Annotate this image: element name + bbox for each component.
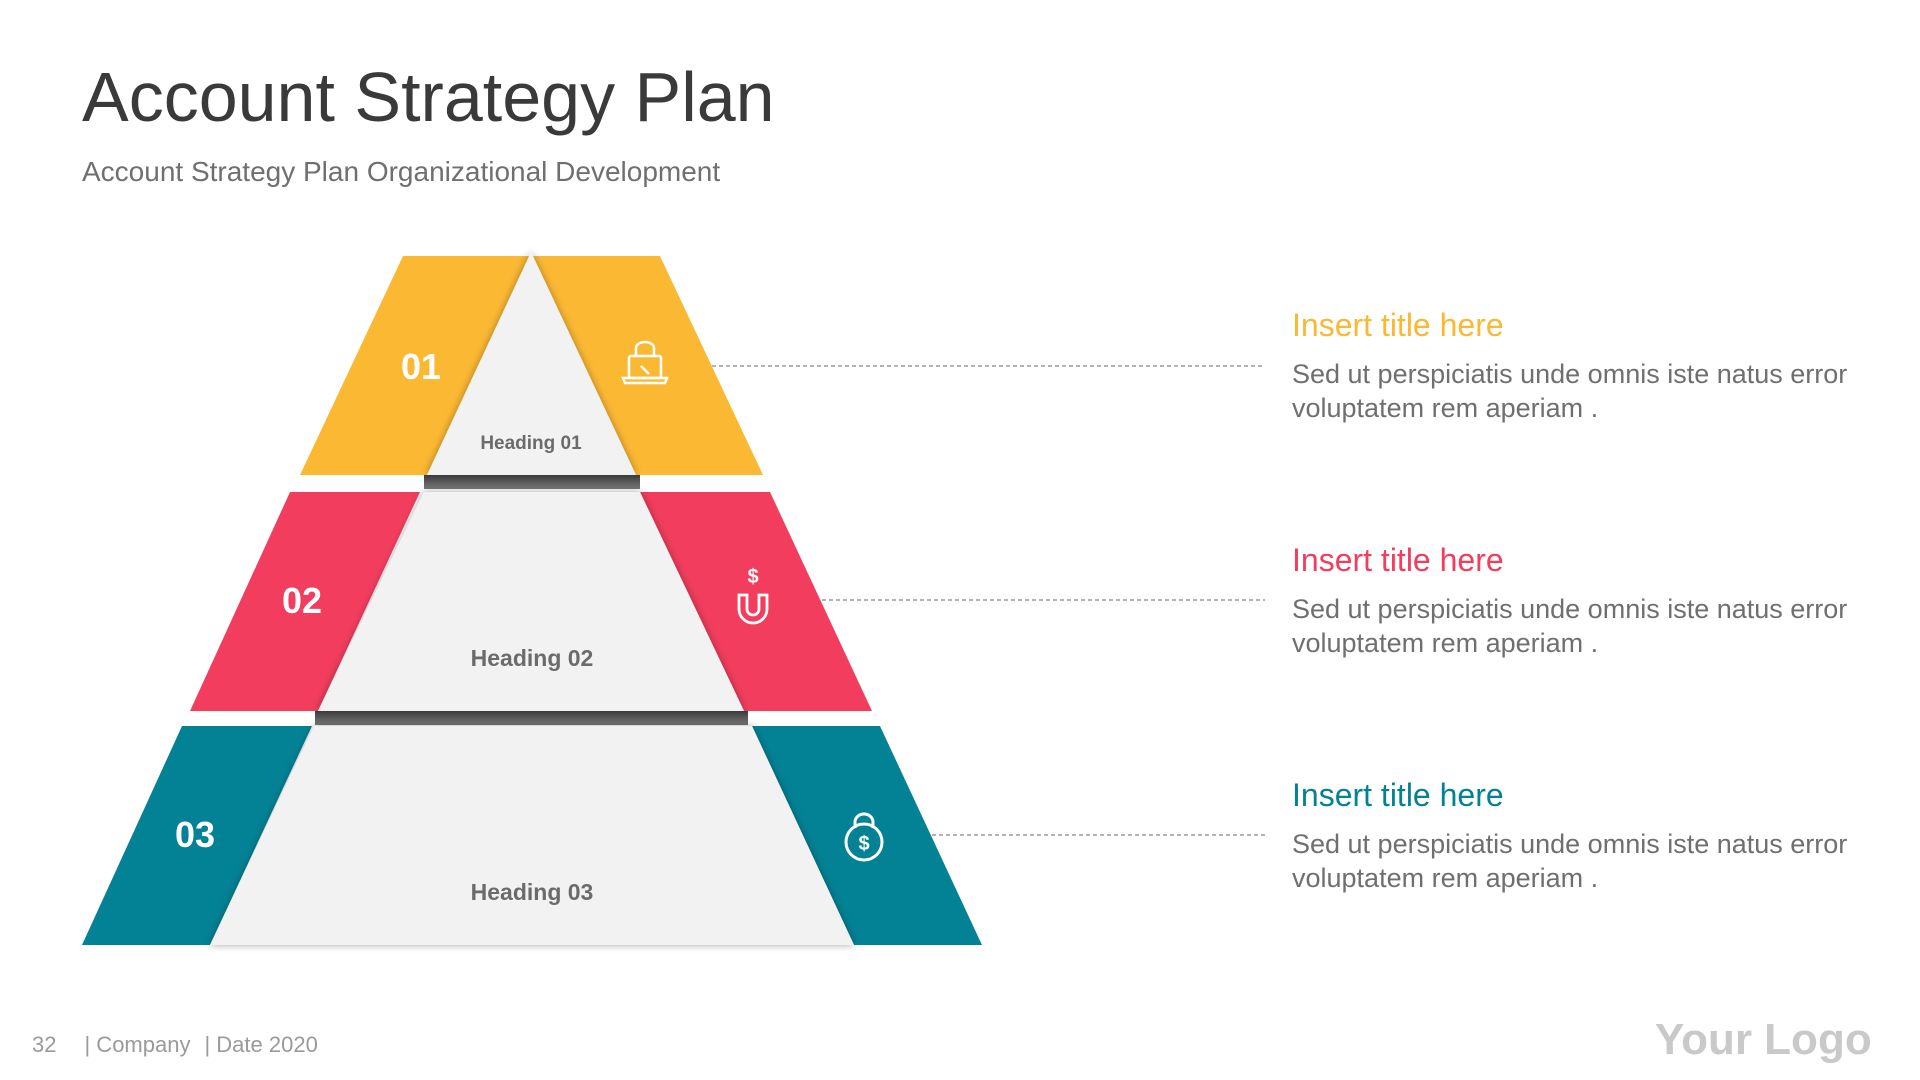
info-item-2: Insert title here Sed ut perspiciatis un…: [1292, 541, 1852, 661]
dollar-magnet-icon: $: [737, 566, 769, 625]
info-item-2-title: Insert title here: [1292, 542, 1504, 578]
tier-3-heading: Heading 03: [471, 879, 594, 905]
pyramid-tier-2: 02 Heading 02 $: [190, 492, 872, 725]
tier-3-right-band: [752, 726, 982, 945]
info-item-3: Insert title here Sed ut perspiciatis un…: [1292, 776, 1852, 896]
pyramid-tier-3: 03 Heading 03 $: [82, 726, 982, 945]
tier-2-right-band: [640, 492, 872, 711]
info-item-2-text: Sed ut perspiciatis unde omnis iste natu…: [1292, 594, 1848, 659]
slide-title: Account Strategy Plan: [82, 58, 775, 136]
separator-1: [424, 475, 640, 489]
info-item-1-title: Insert title here: [1292, 307, 1504, 343]
tier-1-heading: Heading 01: [480, 433, 582, 454]
tier-2-number: 02: [282, 580, 322, 621]
tier-2-center: [318, 492, 744, 711]
shopping-bag-laptop-icon: [621, 340, 669, 385]
info-item-1: Insert title here Sed ut perspiciatis un…: [1292, 306, 1852, 426]
tier-1-right-band: [533, 256, 763, 475]
info-item-1-text: Sed ut perspiciatis unde omnis iste natu…: [1292, 359, 1848, 424]
separator-2: [315, 711, 748, 725]
svg-text:$: $: [858, 833, 869, 855]
kettlebell-dollar-icon: $: [844, 812, 884, 862]
tier-3-number: 03: [175, 814, 215, 855]
tier-1-number: 01: [401, 346, 441, 387]
footer-date: | Date 2020: [204, 1032, 318, 1057]
info-item-3-title: Insert title here: [1292, 777, 1504, 813]
slide-footer: 32 | Company | Date 2020: [32, 1032, 318, 1058]
tier-3-center: [210, 726, 854, 945]
svg-text:$: $: [747, 566, 758, 588]
tier-2-left-band: [190, 492, 420, 711]
company-logo: Your Logo: [1655, 1015, 1872, 1064]
info-item-3-text: Sed ut perspiciatis unde omnis iste natu…: [1292, 829, 1848, 894]
footer-company: | Company: [84, 1032, 191, 1057]
slide-subtitle: Account Strategy Plan Organizational Dev…: [82, 156, 721, 187]
tier-3-left-band: [82, 726, 312, 945]
tier-2-heading: Heading 02: [471, 645, 594, 671]
page-number: 32: [32, 1032, 57, 1057]
pyramid-tier-1: 01 Heading 01: [300, 252, 763, 489]
tier-1-center: [427, 252, 636, 475]
tier-1-left-band: [300, 256, 530, 475]
